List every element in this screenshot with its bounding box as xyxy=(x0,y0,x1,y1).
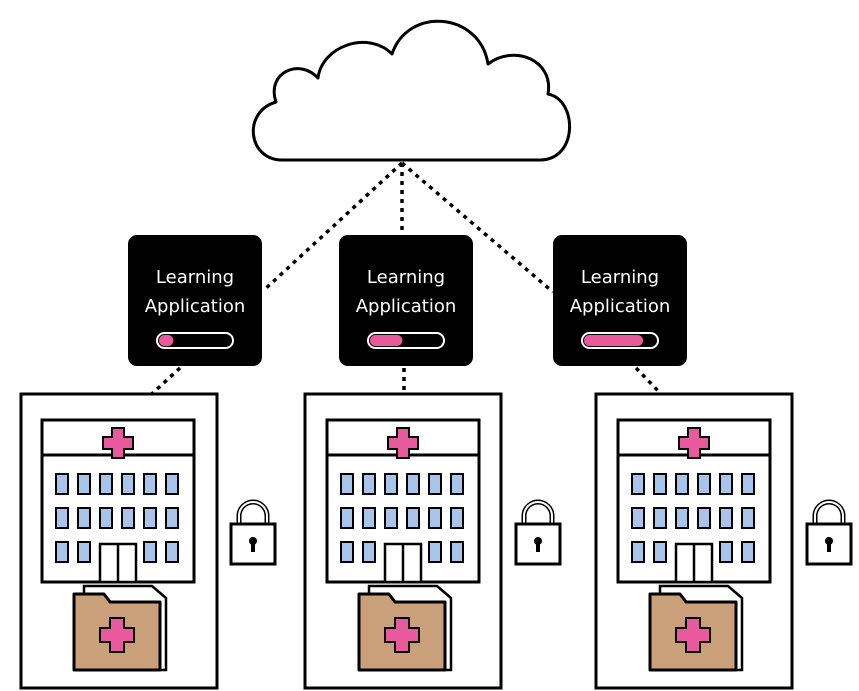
medical-folder-icon xyxy=(357,584,453,672)
hospital-icon xyxy=(616,418,772,584)
medical-folder-icon xyxy=(72,584,168,672)
app-title-line1: Learning xyxy=(156,267,234,288)
app-title-line1: Learning xyxy=(367,267,445,288)
site-icons-1 xyxy=(40,418,275,672)
connection-line-3 xyxy=(400,161,555,294)
app-title-line2: Application xyxy=(145,296,246,317)
lock-icon xyxy=(516,502,560,564)
app-title-line2: Application xyxy=(356,296,457,317)
progress-fill xyxy=(159,335,174,346)
connection-line-1 xyxy=(262,161,404,292)
site-icons-2 xyxy=(325,418,560,672)
progress-fill xyxy=(370,335,403,346)
cloud-icon xyxy=(251,19,571,162)
app-box-3: Learning Application xyxy=(553,235,687,366)
site-icons-3 xyxy=(616,418,851,672)
hospital-icon xyxy=(40,418,196,584)
cloud-connections xyxy=(262,161,555,294)
lock-icon xyxy=(231,502,275,564)
progress-fill xyxy=(584,335,644,346)
progress-bar xyxy=(581,332,659,349)
app-title-line2: Application xyxy=(570,296,671,317)
medical-folder-icon xyxy=(648,584,744,672)
progress-bar xyxy=(367,332,445,349)
app-box-2: Learning Application xyxy=(339,235,473,366)
hospital-icon xyxy=(325,418,481,584)
progress-bar xyxy=(156,332,234,349)
lock-icon xyxy=(807,502,851,564)
app-box-1: Learning Application xyxy=(128,235,262,366)
app-title-line1: Learning xyxy=(581,267,659,288)
